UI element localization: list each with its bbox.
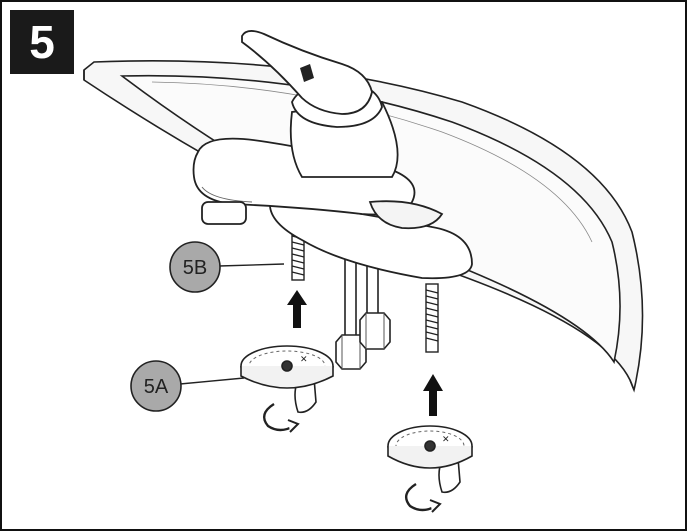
- mounting-nut-right: ✕: [387, 425, 473, 494]
- faucet-deck-plate: [269, 201, 473, 280]
- callout-5b: 5B: [169, 241, 285, 293]
- svg-text:✕: ✕: [300, 355, 308, 365]
- supply-lines: [335, 251, 391, 370]
- step-number-badge: 5: [10, 10, 74, 74]
- up-arrow-right: [423, 374, 443, 416]
- faucet-aerator: [201, 201, 247, 225]
- callout-5a: 5A: [130, 360, 245, 412]
- mounting-nut-left: ✕: [240, 345, 334, 414]
- callout-5a-label: 5A: [144, 376, 169, 398]
- rotate-arrow-right: [404, 482, 442, 513]
- up-arrow-left: [287, 290, 307, 328]
- supply-line-nut-right: [359, 312, 391, 350]
- faucet: [192, 30, 473, 280]
- mounting-bolt-right: [425, 283, 439, 353]
- svg-text:✕: ✕: [442, 435, 450, 445]
- rotate-arrow-left: [262, 402, 300, 433]
- insert-arrows: [287, 290, 443, 416]
- callout-5b-label: 5B: [183, 257, 207, 279]
